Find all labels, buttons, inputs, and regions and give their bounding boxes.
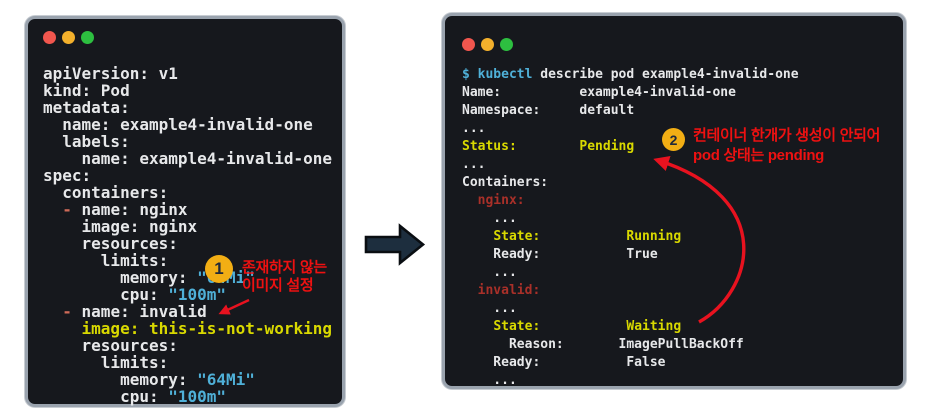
code-line: Containers: (462, 175, 549, 190)
code-line: image: nginx (43, 217, 198, 236)
code-line: ... (462, 301, 517, 316)
code-line: cpu: "100m" (43, 387, 227, 406)
code-line: image: this-is-not-working (81, 319, 332, 338)
code-line: Ready: True (462, 247, 658, 262)
code-line: limits: (43, 251, 169, 270)
zoom-button[interactable] (81, 31, 94, 44)
close-button[interactable] (462, 38, 475, 51)
code-line: memory: "64Mi" (43, 370, 255, 389)
code-line: containers: (43, 183, 169, 202)
close-button[interactable] (43, 31, 56, 44)
minimize-button[interactable] (62, 31, 75, 44)
code-line: ... (462, 265, 517, 280)
transition-arrow (364, 223, 426, 266)
code-line: - name: nginx (62, 200, 188, 219)
code-line: ... (462, 373, 517, 388)
terminal-window-describe: $ kubectl describe pod example4-invalid-… (442, 13, 906, 389)
code-line: name: example4-invalid-one (43, 149, 332, 168)
callout-1-badge: 1 (205, 255, 233, 283)
code-line: - name: invalid (62, 302, 207, 321)
code-line: kind: Pod (43, 81, 130, 100)
callout-1-text: 존재하지 않는 이미지 설정 (242, 259, 327, 295)
code-line: limits: (43, 353, 169, 372)
code-line: ... (462, 157, 486, 172)
code-line: resources: (43, 336, 178, 355)
code-line: apiVersion: v1 (43, 64, 178, 83)
code-line: ... (462, 121, 486, 136)
code-line: Ready: False (462, 355, 666, 370)
minimize-button[interactable] (481, 38, 494, 51)
code-line: Name: example4-invalid-one (462, 85, 736, 100)
code-line: cpu: "100m" (43, 285, 227, 304)
code-line: resources: (43, 234, 178, 253)
callout-1-line1: 존재하지 않는 (242, 259, 327, 276)
window-controls (43, 31, 342, 44)
code-line: Status: Pending (462, 139, 635, 154)
code-line: Namespace: default (462, 103, 635, 118)
callout-2-badge: 2 (662, 128, 685, 151)
callout-2-text: 컨테이너 한개가 생성이 안되어 pod 상태는 pending (693, 126, 880, 166)
code-line: labels: (43, 132, 130, 151)
describe-output-block: $ kubectl describe pod example4-invalid-… (462, 66, 903, 390)
right-arrow-icon (364, 223, 426, 266)
code-line: nginx: (462, 193, 525, 208)
code-line: metadata: (43, 98, 130, 117)
callout-2-line1: 컨테이너 한개가 생성이 안되어 (693, 127, 881, 144)
zoom-button[interactable] (500, 38, 513, 51)
code-line: invalid: (462, 283, 541, 298)
window-controls (462, 38, 903, 51)
code-line: State: Running (493, 229, 682, 244)
code-line: $ kubectl describe pod example4-invalid-… (462, 67, 799, 82)
code-line: name: example4-invalid-one (43, 115, 313, 134)
code-line: Reason: ImagePullBackOff (462, 337, 744, 352)
callout-2-line2: pod 상태는 pending (693, 147, 825, 164)
code-line: State: Waiting (493, 319, 682, 334)
code-line: ... (462, 211, 517, 226)
code-line: spec: (43, 166, 92, 185)
callout-1-line2: 이미지 설정 (242, 277, 314, 294)
